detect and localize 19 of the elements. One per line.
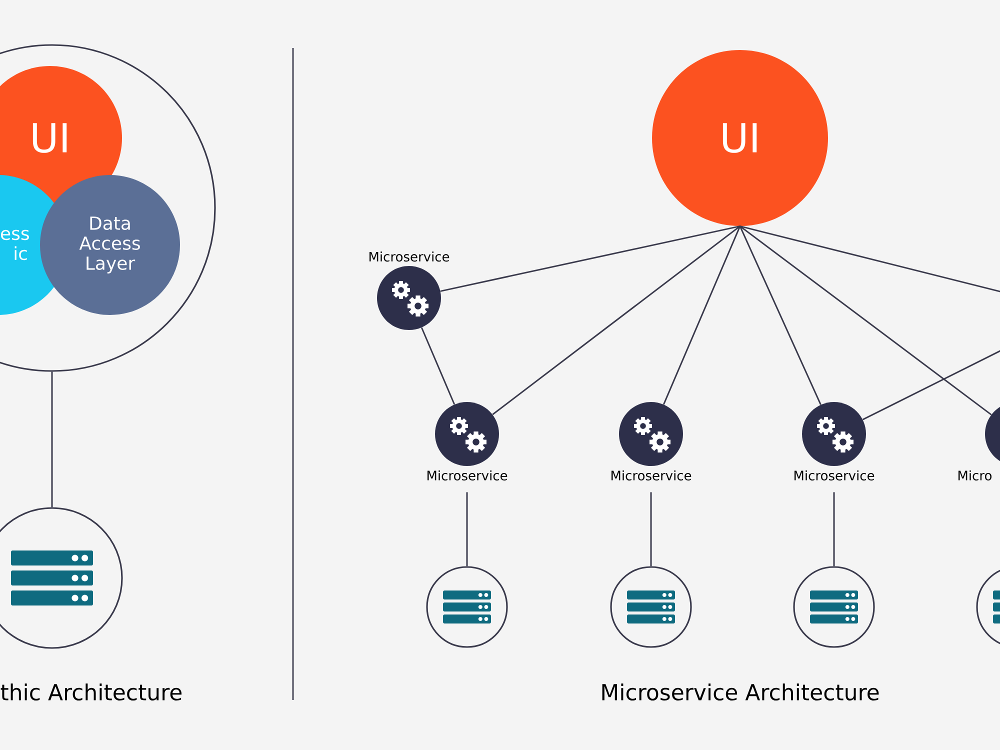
connector-line: [440, 225, 740, 292]
connector-line: [740, 225, 1000, 293]
connector-line: [51, 372, 53, 508]
connector-line: [466, 492, 468, 566]
node-label: Microservice: [428, 470, 508, 480]
connector-line: [862, 349, 1000, 420]
connector-line: [833, 492, 835, 566]
node-label: Microservice: [370, 252, 450, 262]
connector-line: [420, 327, 456, 405]
section-caption: thic Architecture: [0, 684, 182, 701]
node-label: Microservice: [794, 470, 874, 480]
connector-line: [663, 226, 741, 405]
node-label: Microservice: [612, 470, 692, 480]
connector-line: [650, 492, 652, 566]
connector-line: [492, 226, 740, 416]
node-label: Micro: [958, 470, 992, 480]
section-caption: Microservice Architecture: [602, 684, 879, 701]
connector-line: [740, 226, 992, 416]
connector-line: [739, 226, 822, 405]
